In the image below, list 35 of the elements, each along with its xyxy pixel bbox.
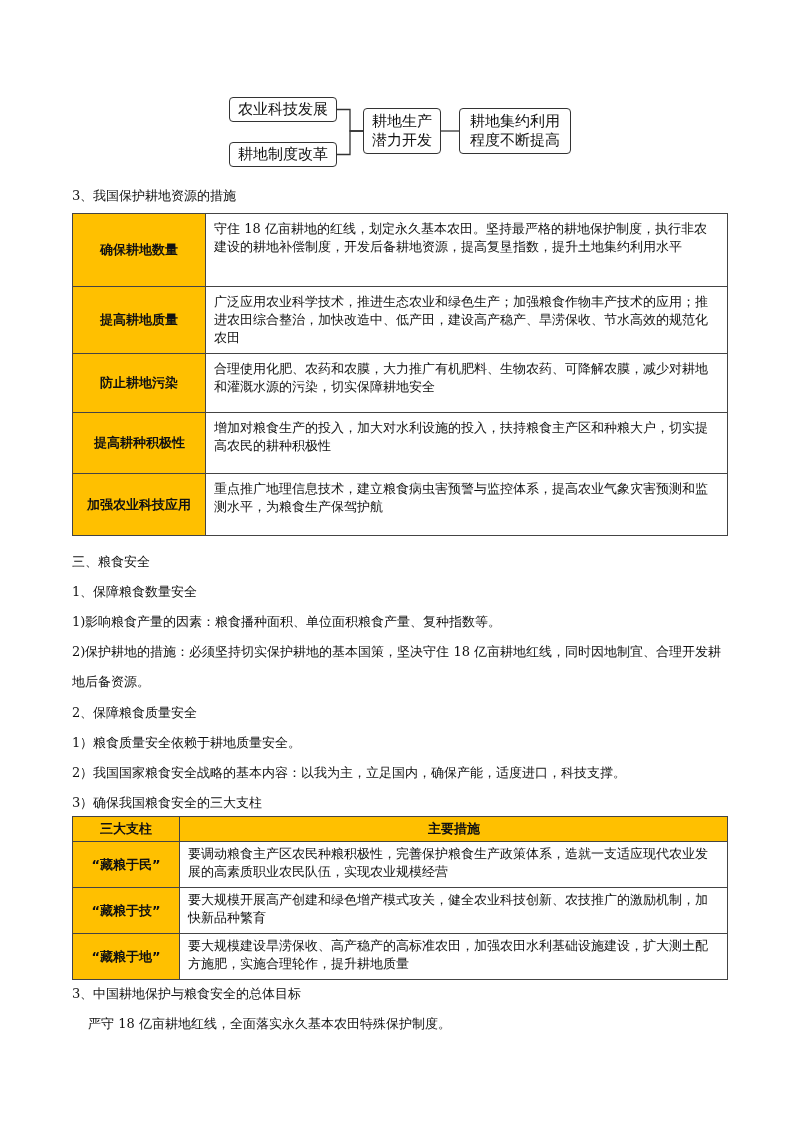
text-line: 三、粮食安全: [72, 554, 150, 569]
header-cell: “藏粮于地”: [72, 933, 180, 980]
process-box: 农业科技发展: [229, 97, 337, 122]
table-cell: 要调动粮食主产区农民种粮积极性，完善保护粮食生产政策体系，造就一支适应现代农业发展的高素质职业农民队伍，实现农业规模经营: [179, 841, 728, 888]
table-cell: 要大规模建设旱涝保收、高产稳产的高标准农田，加强农田水利基础设施建设，扩大测土配方施肥，实施合理轮作，提升耕地质量: [179, 933, 728, 980]
header-cell: 主要措施: [179, 816, 728, 842]
text-line: 3、我国保护耕地资源的措施: [72, 188, 237, 203]
process-box: 耕地制度改革: [229, 142, 337, 167]
header-cell: 提高耕种积极性: [72, 412, 206, 474]
header-cell: 提高耕地质量: [72, 286, 206, 354]
table-cell: 守住 18 亿亩耕地的红线，划定永久基本农田。坚持最严格的耕地保护制度，执行非农建设的耕地补偿制度，开发后备耕地资源，提高复垦指数，提升土地集约利用水平: [205, 213, 728, 287]
table-cell: 合理使用化肥、农药和农膜，大力推广有机肥料、生物农药、可降解农膜，减少对耕地和灌溉水源的污染，切实保障耕地安全: [205, 353, 728, 413]
process-box: 耕地生产潜力开发: [363, 108, 441, 154]
text-line: 3、中国耕地保护与粮食安全的总体目标: [72, 986, 302, 1001]
text-line: 3）确保我国粮食安全的三大支柱: [72, 795, 263, 810]
header-cell: 加强农业科技应用: [72, 473, 206, 536]
table-cell: 增加对粮食生产的投入，加大对水利设施的投入，扶持粮食主产区和种粮大户，切实提高农民的耕种积极性: [205, 412, 728, 474]
process-box: 耕地集约利用程度不断提高: [459, 108, 571, 154]
header-cell: 确保耕地数量: [72, 213, 206, 287]
table-cell: 重点推广地理信息技术，建立粮食病虫害预警与监控体系，提高农业气象灾害预测和监测水平，为粮食生产保驾护航: [205, 473, 728, 536]
text-line: 严守 18 亿亩耕地红线，全面落实永久基本农田特殊保护制度。: [88, 1016, 451, 1031]
text-line: 2）我国国家粮食安全战略的基本内容：以我为主，立足国内，确保产能，适度进口，科技支撑。: [72, 765, 627, 780]
text-line: 1）粮食质量安全依赖于耕地质量安全。: [72, 735, 302, 750]
text-line: 1)影响粮食产量的因素：粮食播种面积、单位面积粮食产量、复种指数等。: [72, 614, 502, 629]
header-cell: 防止耕地污染: [72, 353, 206, 413]
table-cell: 广泛应用农业科学技术，推进生态农业和绿色生产；加强粮食作物丰产技术的应用；推进农田综合整治，加快改造中、低产田，建设高产稳产、旱涝保收、节水高效的规范化农田: [205, 286, 728, 354]
connector-line: [336, 130, 364, 156]
header-cell: 三大支柱: [72, 816, 180, 842]
header-cell: “藏粮于技”: [72, 887, 180, 934]
text-line: 2、保障粮食质量安全: [72, 705, 198, 720]
text-line: 1、保障粮食数量安全: [72, 584, 198, 599]
connector-line: [440, 130, 460, 132]
text-line: 2)保护耕地的措施：必须坚持切实保护耕地的基本国策，坚决守住 18 亿亩耕地红线，同时因地制宜、合理开发耕地后备资源。: [72, 644, 722, 689]
header-cell: “藏粮于民”: [72, 841, 180, 888]
table-cell: 要大规模开展高产创建和绿色增产模式攻关，健全农业科技创新、农技推广的激励机制，加快新品种繁育: [179, 887, 728, 934]
